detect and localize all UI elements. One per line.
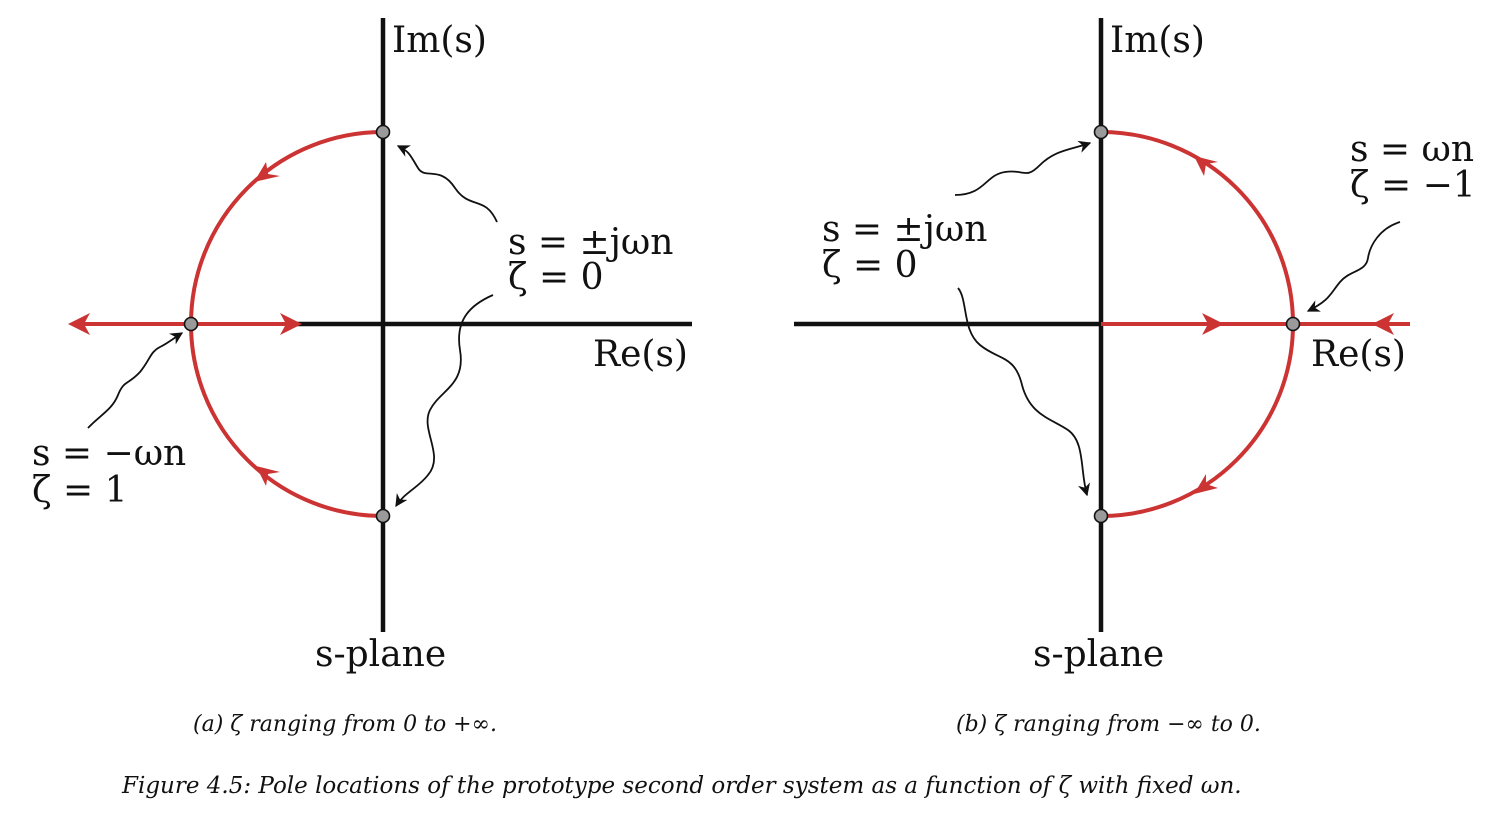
panel-a-pole-left <box>183 316 199 332</box>
panel-b-arrow-lower-arc <box>1194 474 1218 494</box>
panel-b-subcaption: (b) ζ ranging from −∞ to 0. <box>956 712 1261 737</box>
panel-a-plane-label: s-plane <box>315 634 446 675</box>
panel-b-arrow-upper-arc <box>1194 156 1218 176</box>
panel-a-re-label: Re(s) <box>593 334 688 375</box>
panel-a-im-label: Im(s) <box>392 20 487 61</box>
panel-b-pole-top <box>1093 124 1109 140</box>
panel-a: Im(s) Re(s) s-plane s = ±jωn ζ = 0 s = −… <box>32 18 692 737</box>
panel-a-wiggle-bottom <box>395 294 494 508</box>
panel-a-pole-top <box>375 124 391 140</box>
panel-a-annotation-left-line1: s = −ωn <box>32 433 186 474</box>
panel-b-arrow-real-right <box>1202 313 1224 335</box>
panel-b-plane-label: s-plane <box>1033 634 1164 675</box>
panel-b-arrow-real-left <box>1372 313 1394 335</box>
panel-b-pole-bottom <box>1093 508 1109 524</box>
panel-b-annotation-mid-line2: ζ = 0 <box>822 245 917 286</box>
panel-b-annotation-mid-line1: s = ±jωn <box>822 209 987 250</box>
panel-b-re-label: Re(s) <box>1311 334 1406 375</box>
panel-b-im-label: Im(s) <box>1110 20 1205 61</box>
figure-caption: Figure 4.5: Pole locations of the protot… <box>121 773 1242 799</box>
panel-a-wiggle-left <box>87 332 184 429</box>
panel-a-arrow-lower-arc <box>256 466 280 486</box>
panel-b-wiggle-right <box>1306 221 1401 312</box>
panel-b-annotation-right-line1: s = ωn <box>1350 129 1474 170</box>
panel-b-annotation-right-line2: ζ = −1 <box>1350 165 1476 206</box>
panel-b-wiggle-top <box>954 140 1092 196</box>
panel-a-annotation-top-line1: s = ±jωn <box>508 222 673 263</box>
panel-b-pole-right <box>1285 316 1301 332</box>
panel-a-wiggle-top <box>396 145 498 223</box>
panel-a-pole-bottom <box>375 508 391 524</box>
panel-a-annotation-top-line2: ζ = 0 <box>508 257 603 298</box>
panel-a-arrow-right <box>280 313 302 335</box>
panel-a-arrow-upper-arc <box>254 162 280 182</box>
panel-a-subcaption: (a) ζ ranging from 0 to +∞. <box>193 712 497 737</box>
panel-a-arrow-left <box>68 313 90 335</box>
panel-b: Im(s) Re(s) s-plane s = ±jωn ζ = 0 s = ω… <box>794 18 1476 737</box>
panel-a-annotation-left-line2: ζ = 1 <box>32 470 127 511</box>
panel-b-wiggle-bottom <box>957 287 1091 497</box>
